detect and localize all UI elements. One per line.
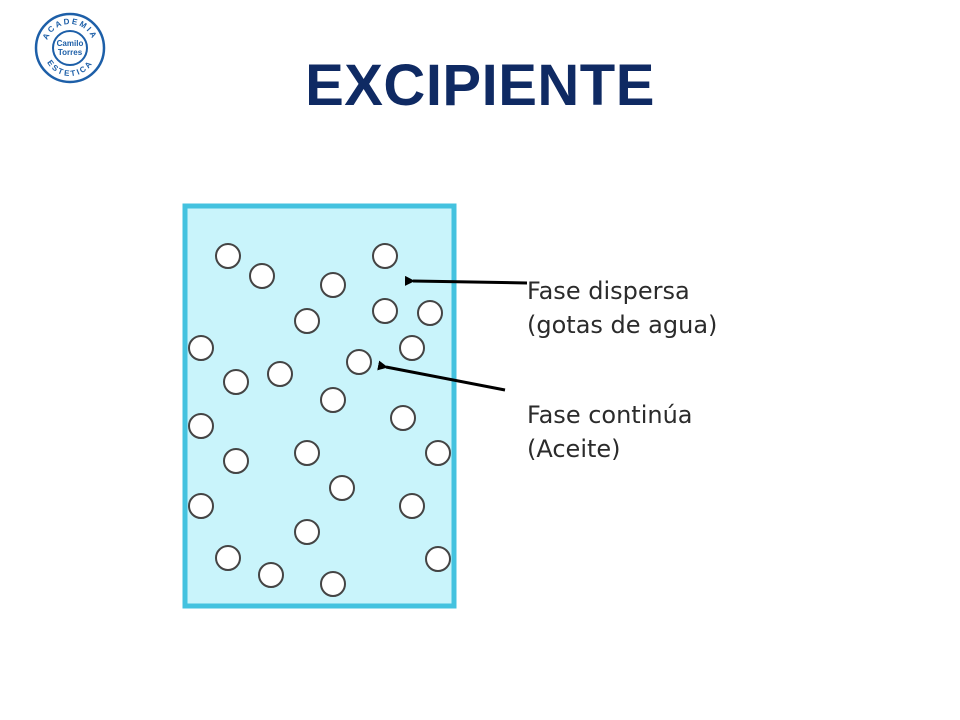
dispersed-phase-label-line2: (gotas de agua)	[527, 311, 718, 339]
water-droplet	[223, 448, 249, 474]
water-droplet	[215, 545, 241, 571]
water-droplet	[294, 440, 320, 466]
logo-center-line2: Torres	[58, 48, 83, 57]
water-droplet	[294, 519, 320, 545]
water-droplet	[258, 562, 284, 588]
water-droplet	[329, 475, 355, 501]
continuous-phase-container	[182, 203, 457, 609]
water-droplet	[425, 440, 451, 466]
water-droplet	[372, 243, 398, 269]
droplet-group	[188, 243, 451, 597]
continuous-phase-label-line1: Fase continúa	[527, 401, 693, 429]
water-droplet	[267, 361, 293, 387]
dispersed-phase-arrow	[404, 275, 528, 286]
logo-inner-ring	[52, 30, 88, 66]
dispersed-phase-label-line1: Fase dispersa	[527, 277, 690, 305]
water-droplet	[390, 405, 416, 431]
water-droplet	[215, 243, 241, 269]
academy-logo: ACADEMIA ESTETICA Camilo Torres	[34, 12, 106, 84]
logo-center-line1: Camilo	[57, 39, 84, 48]
water-droplet	[188, 413, 214, 439]
water-droplet	[320, 571, 346, 597]
continuous-phase-label: Fase continúa (Aceite)	[527, 398, 693, 466]
dispersed-phase-label: Fase dispersa (gotas de agua)	[527, 274, 717, 342]
water-droplet	[399, 335, 425, 361]
water-droplet	[320, 387, 346, 413]
water-droplet	[294, 308, 320, 334]
water-droplet	[188, 493, 214, 519]
page-title: EXCIPIENTE	[305, 53, 655, 118]
continuous-phase-label-line2: (Aceite)	[527, 435, 621, 463]
water-droplet	[399, 493, 425, 519]
logo-outer-ring	[34, 12, 106, 84]
water-droplet	[223, 369, 249, 395]
water-droplet	[188, 335, 214, 361]
water-droplet	[425, 546, 451, 572]
continuous-phase-arrow	[377, 360, 506, 392]
water-droplet	[417, 300, 443, 326]
water-droplet	[320, 272, 346, 298]
water-droplet	[346, 349, 372, 375]
water-droplet	[249, 263, 275, 289]
water-droplet	[372, 298, 398, 324]
